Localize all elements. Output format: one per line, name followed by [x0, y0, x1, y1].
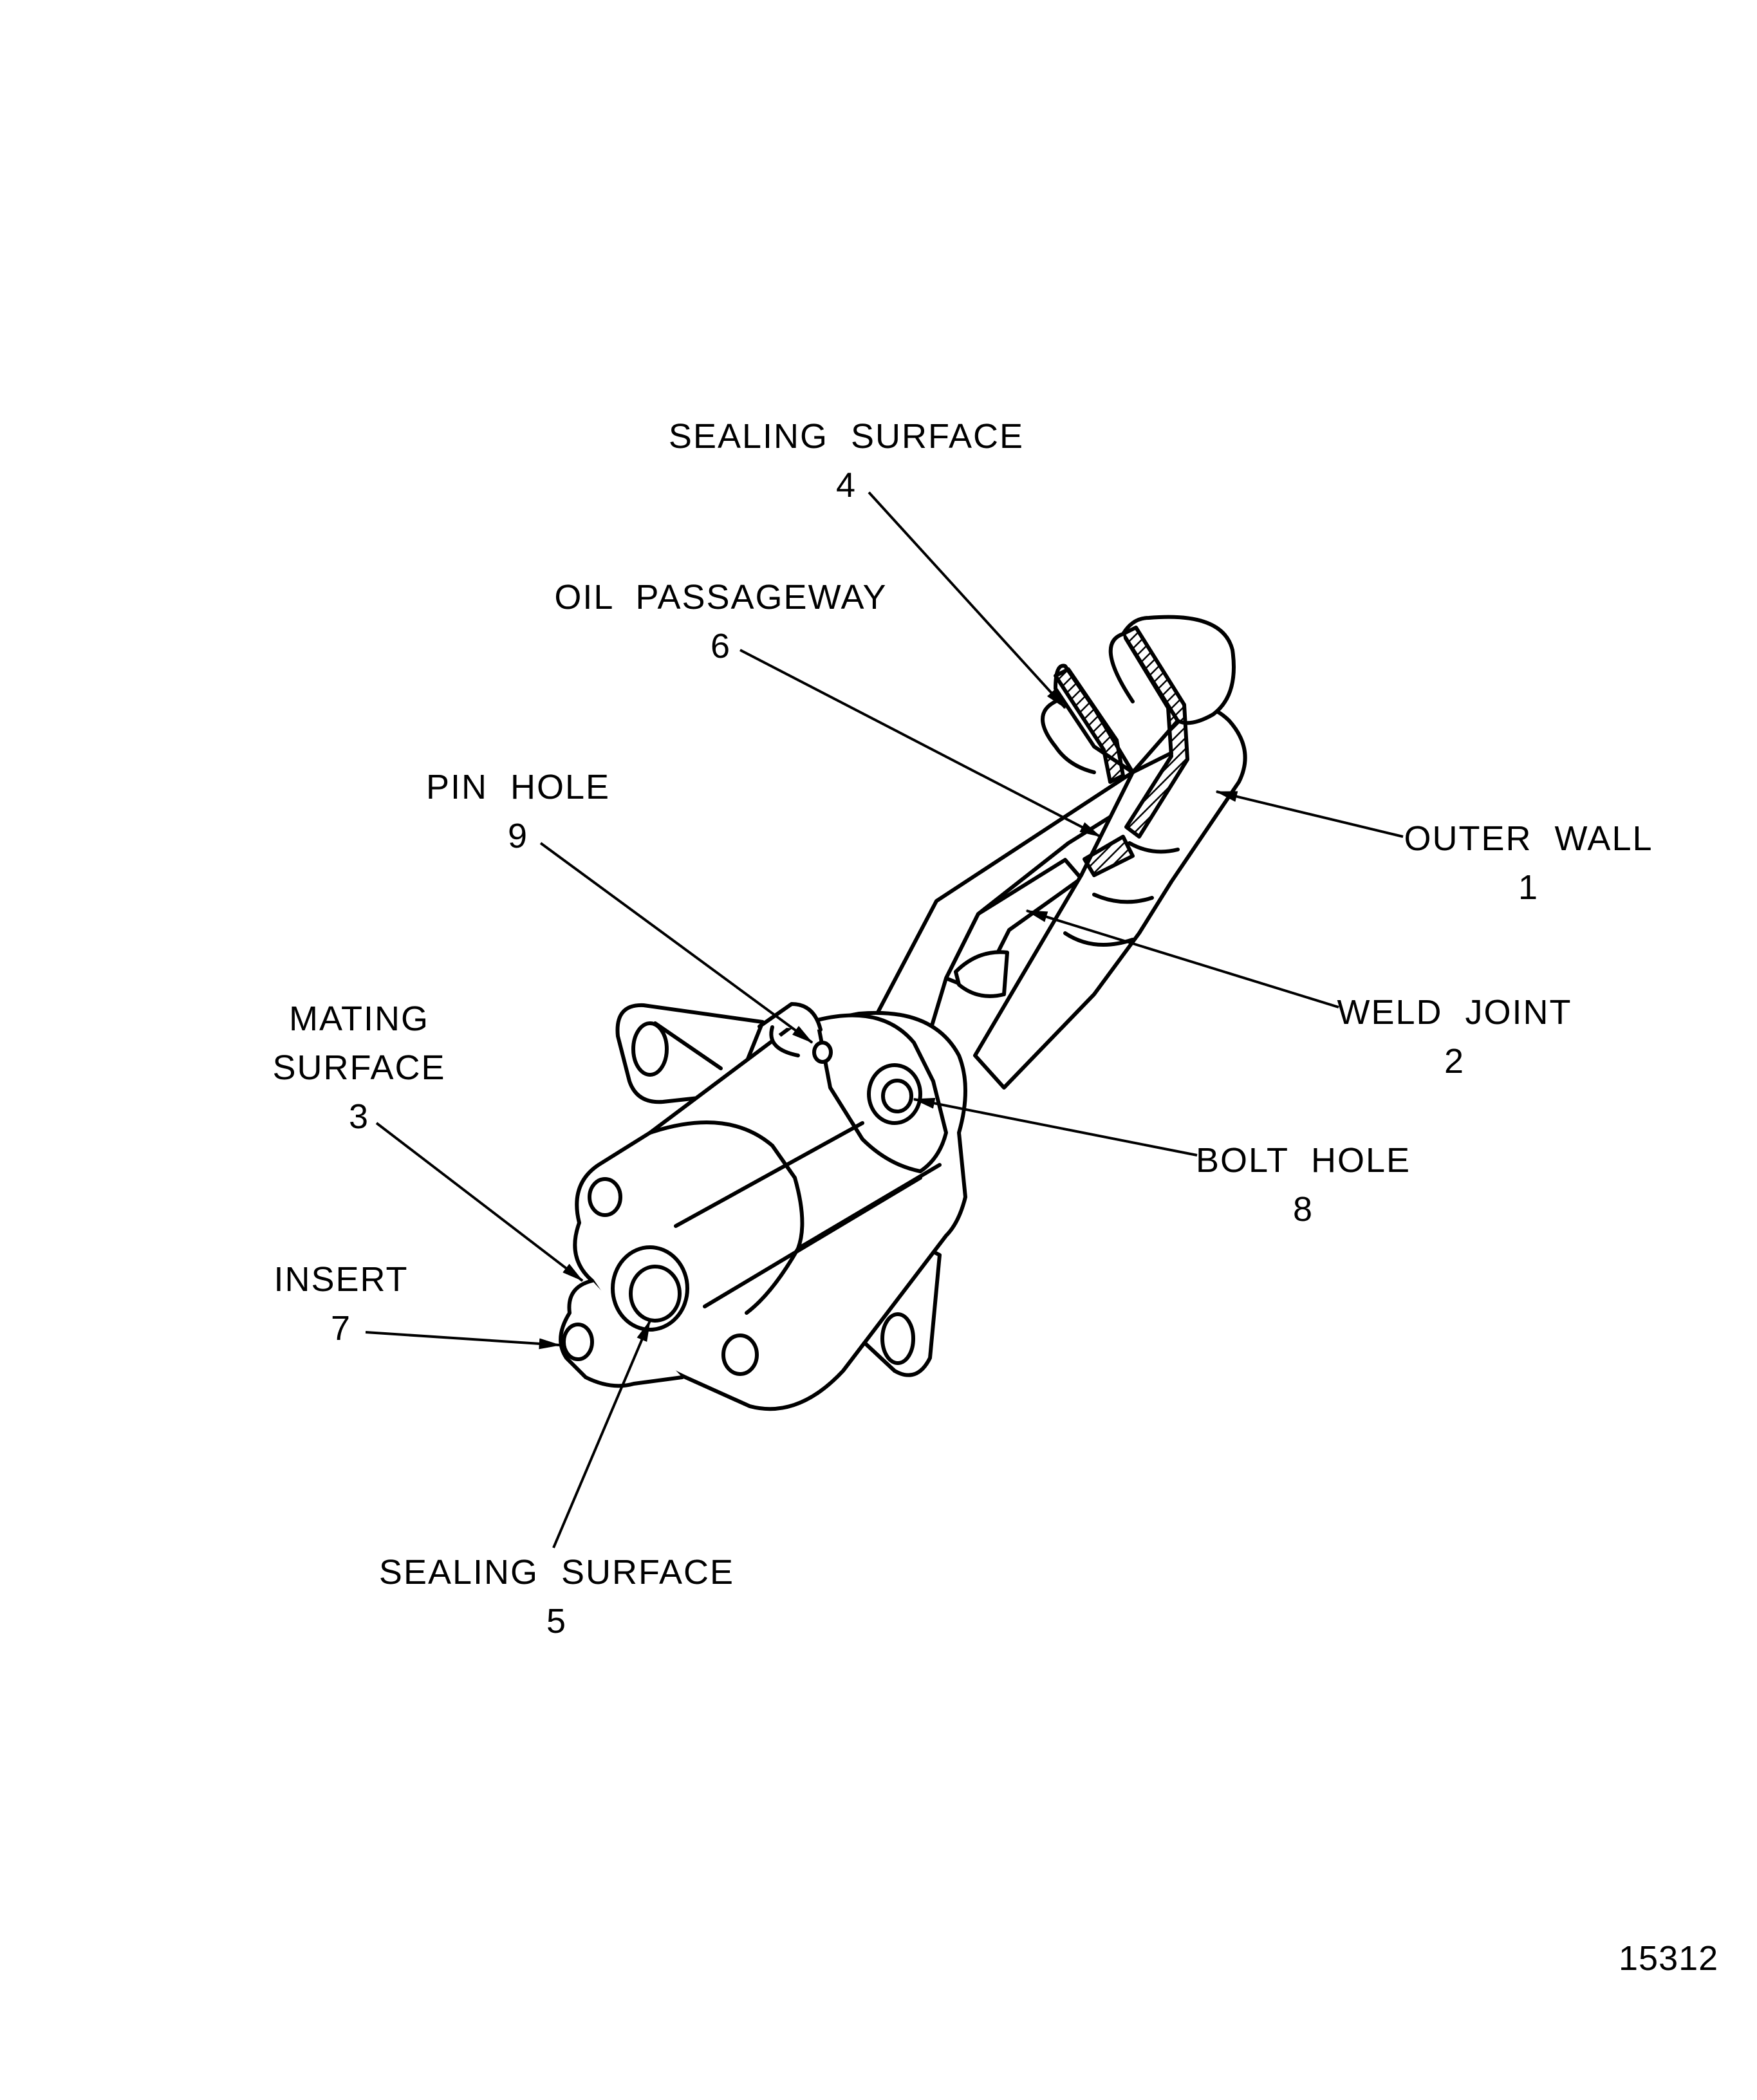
pump-body-drawing — [559, 615, 1247, 1411]
leader-sealing-surface-5 — [552, 1319, 651, 1548]
leader-bolt-hole-8 — [913, 1097, 1198, 1157]
callout-number: 2 — [1444, 1042, 1465, 1081]
lower-right-hole — [721, 1333, 759, 1376]
callout-name: SEALING SURFACE — [668, 417, 1025, 456]
pickup-tube-cutaway — [870, 615, 1247, 1090]
pin-hole — [812, 1041, 833, 1064]
callout-sealing-surface-bottom: SEALING SURFACE 5 — [379, 1548, 734, 1646]
leader-mating-surface-3 — [375, 1122, 584, 1282]
callout-number: 9 — [507, 817, 529, 855]
insert-hole — [562, 1323, 594, 1361]
pump-housing — [559, 1002, 967, 1411]
upper-left-hole — [588, 1177, 622, 1217]
callout-name: WELD JOINT — [1337, 993, 1572, 1032]
callout-sealing-surface-top: SEALING SURFACE 4 — [669, 412, 1024, 510]
callout-name: SEALING SURFACE — [378, 1553, 735, 1592]
leader-outer-wall-1 — [1215, 790, 1404, 838]
callout-insert: INSERT 7 — [274, 1255, 408, 1353]
callout-name: BOLT HOLE — [1195, 1141, 1411, 1180]
callout-name: OIL PASSAGEWAY — [554, 578, 888, 617]
callout-number: 1 — [1518, 868, 1539, 907]
callout-name: OUTER WALL — [1404, 819, 1653, 858]
callout-name: INSERT — [274, 1260, 409, 1299]
leader-pin-hole-9 — [539, 842, 813, 1044]
callout-bolt-hole: BOLT HOLE 8 — [1196, 1136, 1411, 1234]
callout-pin-hole: PIN HOLE 9 — [426, 763, 610, 860]
leader-sealing-surface-4 — [868, 491, 1066, 709]
callout-weld-joint: WELD JOINT 2 — [1337, 988, 1572, 1086]
callout-number: 5 — [546, 1602, 568, 1640]
callout-number: 6 — [710, 627, 732, 665]
leader-lines — [365, 491, 1404, 1548]
callout-number: 8 — [1292, 1190, 1314, 1229]
callout-number: 7 — [330, 1309, 352, 1348]
callout-number: 3 — [348, 1097, 370, 1136]
figure-number: 15312 — [1619, 1939, 1719, 1978]
callout-name: MATING SURFACE — [272, 999, 446, 1087]
leader-insert-7 — [365, 1331, 561, 1350]
callout-number: 4 — [835, 466, 857, 505]
leader-oil-passageway-6 — [739, 649, 1102, 838]
callout-mating-surface: MATING SURFACE 3 — [253, 994, 465, 1141]
callout-outer-wall: OUTER WALL 1 — [1404, 814, 1653, 912]
callout-oil-passageway: OIL PASSAGEWAY 6 — [554, 573, 887, 671]
leader-weld-joint-2 — [1025, 909, 1339, 1008]
callout-name: PIN HOLE — [425, 768, 611, 806]
housing-holes — [562, 1041, 922, 1376]
